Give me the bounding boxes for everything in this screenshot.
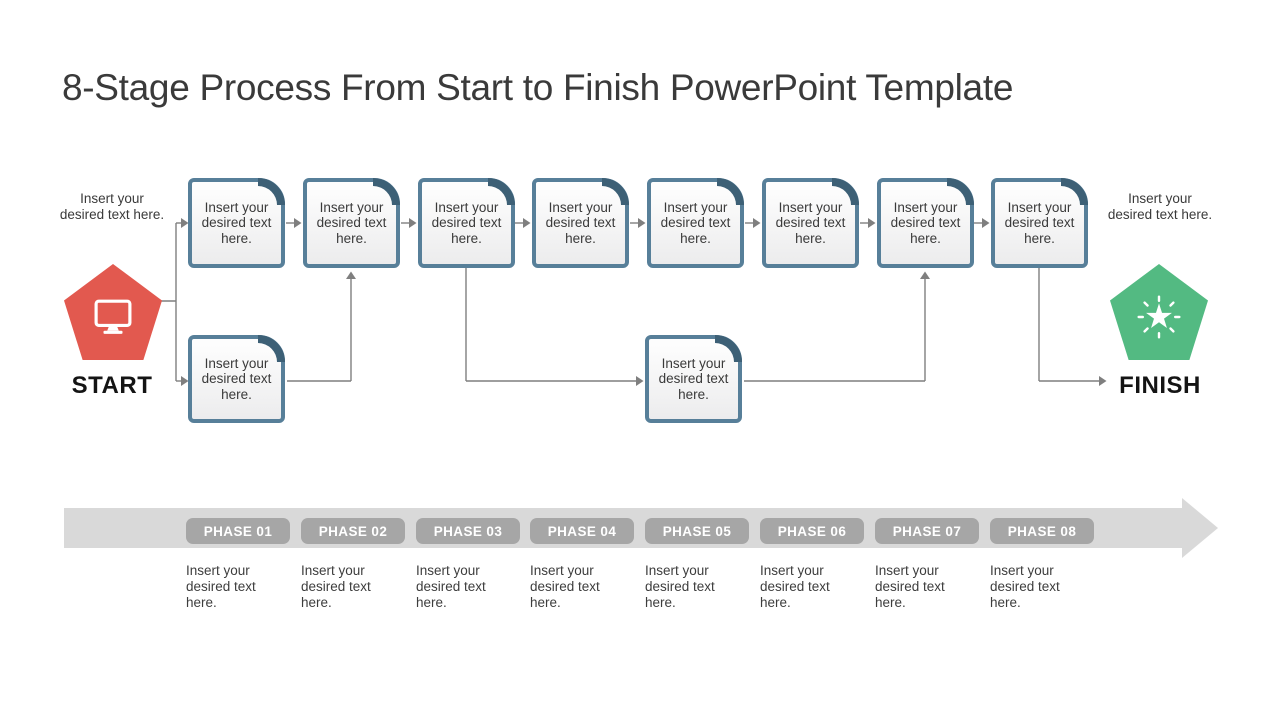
process-step-text: Insert your desired text here.	[775, 199, 846, 246]
arrowhead-icon	[409, 218, 417, 228]
timeline-band-arrowhead-icon	[1182, 498, 1218, 558]
arrowhead-icon	[920, 271, 930, 279]
phase-badge: PHASE 05	[645, 518, 749, 544]
arrowhead-icon	[982, 218, 990, 228]
process-step-box: Insert your desired text here.	[647, 178, 744, 268]
process-step-text: Insert your desired text here.	[431, 199, 502, 246]
arrowhead-icon	[638, 218, 646, 228]
process-step-box: Insert your desired text here.	[188, 178, 285, 268]
process-step-text: Insert your desired text here.	[201, 199, 272, 246]
phase-caption: Insert your desired text here.	[760, 563, 830, 610]
finish-caption: Insert your desired text here.	[1107, 191, 1213, 222]
arrowhead-icon	[1099, 376, 1107, 386]
connector-box3-to-branch-b	[465, 267, 636, 382]
arrowhead-icon	[523, 218, 531, 228]
process-step-box: Insert your desired text here.	[991, 178, 1088, 268]
process-step-text: Insert your desired text here.	[1004, 199, 1075, 246]
phase-caption: Insert your desired text here.	[645, 563, 715, 610]
phase-badge: PHASE 06	[760, 518, 864, 544]
slide-title: 8-Stage Process From Start to Finish Pow…	[62, 66, 1014, 108]
connector-branch-b-to-box7	[744, 279, 926, 382]
phase-caption: Insert your desired text here.	[530, 563, 600, 610]
finish-pentagon	[1110, 264, 1208, 360]
branch-step-box: Insert your desired text here.	[188, 335, 285, 423]
phase-badge: PHASE 03	[416, 518, 520, 544]
start-label: START	[71, 372, 153, 399]
arrowhead-icon	[868, 218, 876, 228]
phase-caption: Insert your desired text here.	[416, 563, 486, 610]
arrowhead-icon	[346, 271, 356, 279]
sparkle-star-icon	[1137, 295, 1181, 339]
connector-box8-to-finish	[1038, 267, 1099, 382]
arrowhead-icon	[294, 218, 302, 228]
process-step-box: Insert your desired text here.	[762, 178, 859, 268]
start-caption: Insert your desired text here.	[59, 191, 165, 222]
connector-branch-a-to-box2	[287, 279, 352, 382]
process-step-text: Insert your desired text here.	[316, 199, 387, 246]
process-step-text: Insert your desired text here.	[890, 199, 961, 246]
process-step-box: Insert your desired text here.	[418, 178, 515, 268]
process-step-text: Insert your desired text here.	[545, 199, 616, 246]
branch-step-box: Insert your desired text here.	[645, 335, 742, 423]
process-step-box: Insert your desired text here.	[303, 178, 400, 268]
phase-caption: Insert your desired text here.	[186, 563, 256, 610]
monitor-icon	[94, 299, 132, 334]
phase-caption: Insert your desired text here.	[875, 563, 945, 610]
phase-badge: PHASE 02	[301, 518, 405, 544]
branch-step-text: Insert your desired text here.	[201, 355, 272, 402]
process-step-box: Insert your desired text here.	[532, 178, 629, 268]
phase-badge: PHASE 01	[186, 518, 290, 544]
phase-caption: Insert your desired text here.	[990, 563, 1060, 610]
process-step-text: Insert your desired text here.	[660, 199, 731, 246]
process-step-box: Insert your desired text here.	[877, 178, 974, 268]
phase-badge: PHASE 08	[990, 518, 1094, 544]
phase-badge: PHASE 04	[530, 518, 634, 544]
phase-caption: Insert your desired text here.	[301, 563, 371, 610]
branch-step-text: Insert your desired text here.	[658, 355, 729, 402]
arrowhead-icon	[753, 218, 761, 228]
arrowhead-icon	[636, 376, 644, 386]
phase-badge: PHASE 07	[875, 518, 979, 544]
finish-label: FINISH	[1119, 372, 1201, 399]
start-pentagon	[64, 264, 162, 360]
